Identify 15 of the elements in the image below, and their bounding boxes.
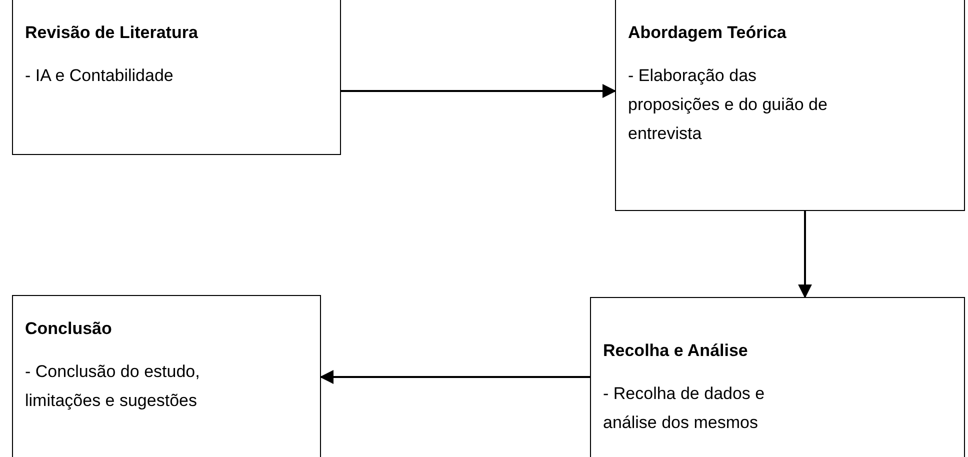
arrow	[320, 370, 590, 384]
box-text: - Recolha de dados e análise dos mesmos	[603, 383, 766, 434]
box-text: - Conclusão do estudo, limitações e sugestões	[25, 361, 201, 412]
process-box	[12, 0, 341, 155]
process-box	[12, 295, 321, 457]
process-box	[615, 0, 965, 211]
box-text: - Elaboração das proposições e do guião de entrevista	[628, 65, 828, 145]
arrow	[798, 211, 812, 298]
box-text: - IA e Contabilidade	[25, 65, 174, 87]
box-heading: Revisão de Literatura	[25, 22, 199, 44]
box-heading: Abordagem Teórica	[628, 22, 788, 44]
box-heading: Recolha e Análise	[603, 340, 749, 362]
box-heading: Conclusão	[25, 318, 113, 340]
process-box	[590, 297, 965, 457]
arrow	[341, 84, 616, 98]
